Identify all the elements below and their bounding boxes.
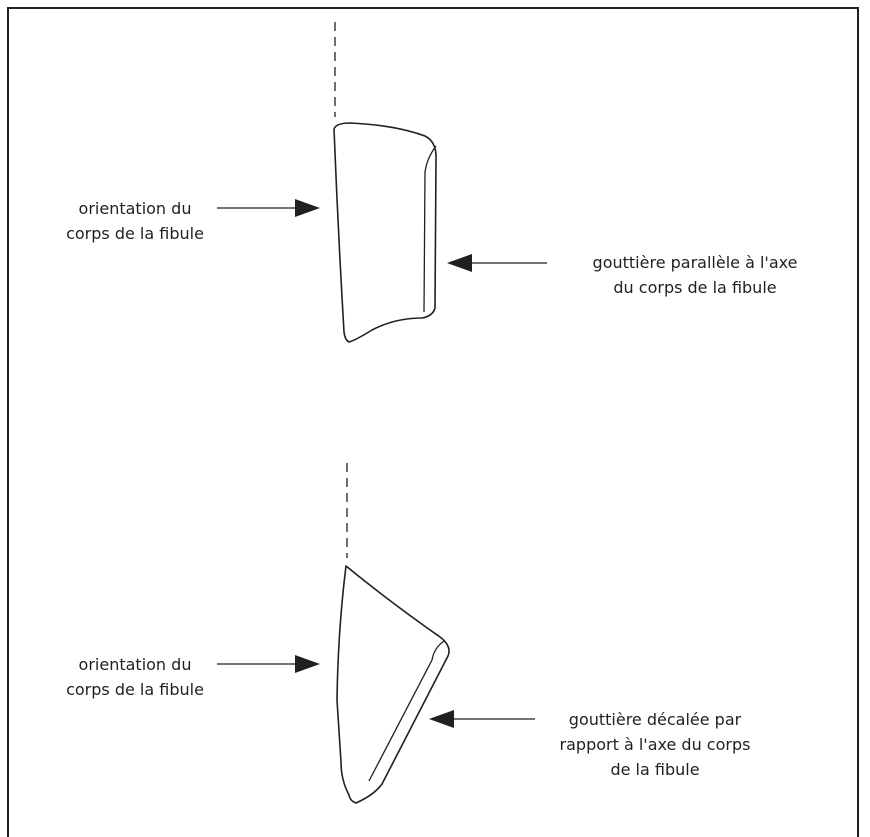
bottom-bone-outline — [336, 565, 450, 804]
bottom-groove-line — [368, 640, 445, 782]
top-bone-outline — [333, 122, 437, 343]
bottom-right-label-line-3: de la fibule — [610, 760, 700, 779]
top-right-arrowhead — [447, 254, 472, 272]
bottom-left-arrowhead — [295, 655, 320, 673]
bottom-right-label: gouttière décalée par rapport à l'axe du… — [535, 707, 775, 782]
bottom-right-arrowhead — [429, 710, 454, 728]
top-left-arrowhead — [295, 199, 320, 217]
top-left-label: orientation du corps de la fibule — [30, 196, 240, 246]
bottom-left-label-line-2: corps de la fibule — [66, 680, 204, 699]
bottom-right-label-line-1: gouttière décalée par — [568, 710, 742, 729]
top-right-label: gouttière parallèle à l'axe du corps de … — [560, 250, 830, 300]
figure-frame — [7, 7, 859, 837]
top-right-label-line-1: gouttière parallèle à l'axe — [592, 253, 798, 272]
top-groove-line — [423, 145, 437, 313]
bottom-left-label-line-1: orientation du — [78, 655, 192, 674]
top-right-label-line-2: du corps de la fibule — [613, 278, 777, 297]
top-left-label-line-2: corps de la fibule — [66, 224, 204, 243]
bottom-left-label: orientation du corps de la fibule — [30, 652, 240, 702]
bottom-right-label-line-2: rapport à l'axe du corps — [559, 735, 751, 754]
top-left-label-line-1: orientation du — [78, 199, 192, 218]
